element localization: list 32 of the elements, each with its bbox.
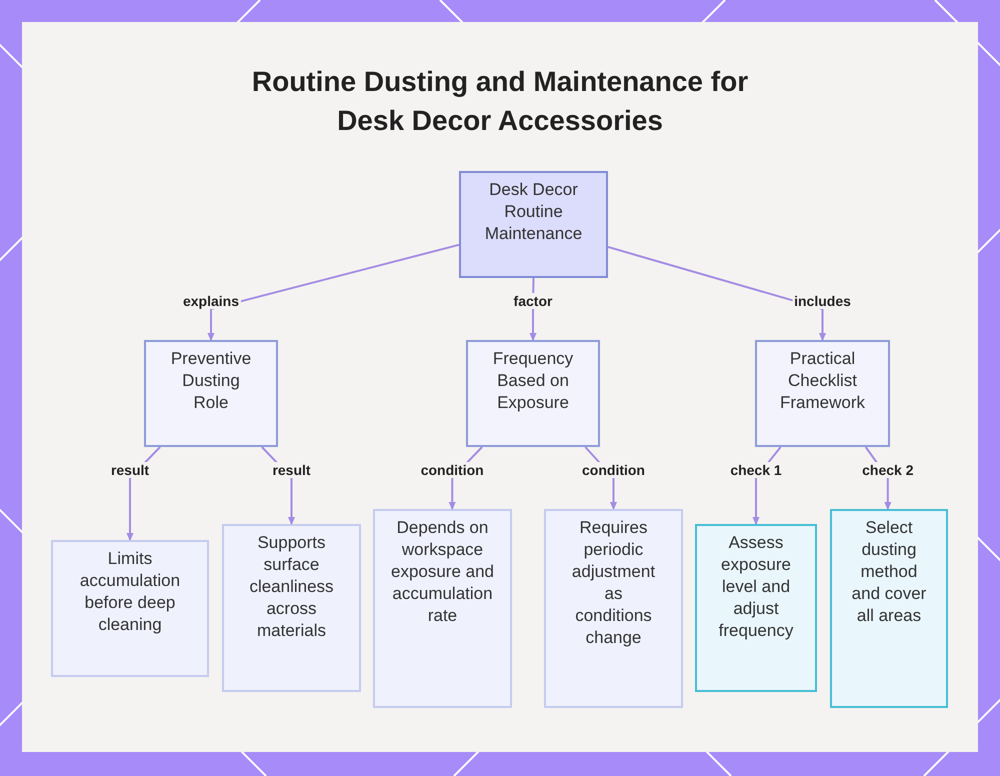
edge-label: condition: [418, 462, 486, 478]
node-text: Preventive Dusting Role: [170, 348, 252, 414]
node-text: Supports surface cleanliness across materials: [248, 532, 335, 642]
edge-label: explains: [180, 293, 242, 309]
concept-box: [144, 340, 278, 447]
diagram-title: Routine Dusting and Maintenance for Desk Decor Accessories: [250, 65, 750, 138]
edge-label: check 2: [860, 462, 916, 478]
concept-box: [544, 509, 683, 708]
connector-arrow: [608, 246, 826, 340]
node-text: Depends on workspace exposure and accumulation rate: [390, 517, 496, 627]
concept-box: [755, 340, 890, 447]
concept-box: [373, 509, 512, 708]
edge-label: factor: [512, 293, 554, 309]
node-text: Requires periodic adjustment as conditions change: [570, 517, 656, 649]
node-text: Select dusting method and cover all areas: [850, 517, 928, 627]
concept-box: [466, 340, 600, 447]
edge-label: result: [108, 462, 152, 478]
edge-label: condition: [580, 462, 647, 478]
connector-arrow: [208, 244, 460, 340]
concept-box: [459, 171, 608, 278]
node-text: Assess exposure level and adjust frequency: [718, 532, 794, 642]
concept-box: [222, 524, 361, 692]
concept-box: [830, 509, 948, 708]
node-text: Practical Checklist Framework: [778, 348, 866, 414]
node-text: Desk Decor Routine Maintenance: [484, 179, 584, 245]
edge-label: includes: [792, 293, 853, 309]
edge-label: result: [270, 462, 313, 478]
node-text: Frequency Based on Exposure: [492, 348, 574, 414]
concept-box: [695, 524, 817, 692]
edge-label: check 1: [728, 462, 784, 478]
node-text: Limits accumulation before deep cleaning: [78, 548, 182, 636]
concept-box: [51, 540, 209, 677]
